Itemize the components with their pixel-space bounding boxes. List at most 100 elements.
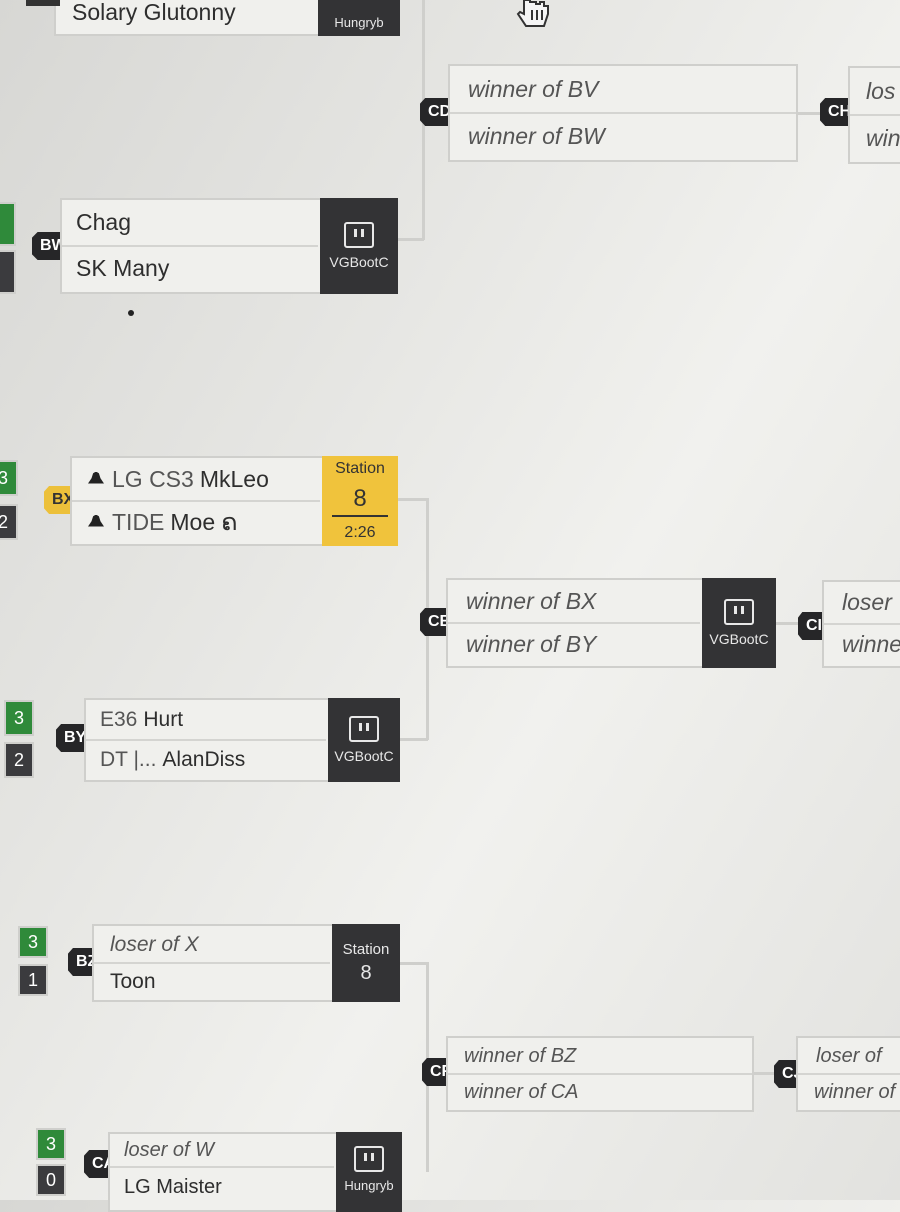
player-slot[interactable]: Toon — [94, 962, 330, 1000]
player-slot[interactable]: LG Maister — [110, 1170, 334, 1204]
player-name: loser of X — [110, 932, 199, 956]
player-slot[interactable]: DT |... AlanDiss — [86, 739, 326, 780]
match-ce[interactable]: winner of BX winner of BY VGBootC — [446, 578, 776, 668]
player-slot[interactable]: winner of — [798, 1073, 900, 1110]
connector-line — [752, 1072, 778, 1075]
player-slot[interactable]: winner of BY — [448, 622, 700, 666]
hand-pointer-icon — [516, 0, 549, 27]
match-cf[interactable]: winner of BZ winner of CA — [446, 1036, 754, 1112]
stream-box[interactable]: Hungryb — [336, 1132, 402, 1212]
player-slot[interactable]: winner of BX — [448, 580, 700, 624]
player-name: winne — [842, 631, 900, 657]
score-p2: 2 — [4, 742, 34, 778]
player-name: Toon — [110, 969, 156, 993]
player-name: winner of — [814, 1080, 896, 1103]
station-number: 8 — [360, 962, 372, 984]
player-name: winner of BY — [466, 630, 597, 657]
player-name: AlanDiss — [162, 748, 246, 771]
player-name: winner of BX — [466, 587, 597, 614]
connector-line — [398, 962, 428, 965]
connector-line — [398, 238, 424, 241]
score-p1 — [0, 202, 16, 246]
player-prefix: TIDE — [112, 508, 165, 535]
station-box[interactable]: Station 8 — [332, 924, 400, 1002]
score-p2: 0 — [36, 1164, 66, 1196]
connector-line — [398, 738, 428, 741]
station-label: Station — [335, 460, 385, 477]
player-name: win — [866, 124, 900, 151]
match-timer: 2:26 — [344, 524, 376, 541]
player-slot[interactable]: TIDE Moe ຄ — [72, 500, 320, 544]
player-name: loser — [842, 589, 892, 615]
match-ci[interactable]: loser winne — [822, 580, 900, 668]
player-name: Chag — [76, 209, 131, 235]
player-name: SK Many — [76, 255, 170, 281]
stream-name: VGBootC — [329, 254, 389, 270]
score-p2 — [0, 250, 16, 294]
player-slot[interactable]: loser of W — [110, 1134, 334, 1168]
player-name: los — [866, 77, 896, 104]
match-top-partial[interactable]: Solary Glutonny Hungryb — [54, 0, 400, 36]
player-name: loser of W — [124, 1139, 215, 1161]
player-slot[interactable]: SK Many — [62, 245, 318, 292]
player-prefix: E36 — [100, 708, 138, 731]
stream-box[interactable]: VGBootC — [702, 578, 776, 668]
player-slot[interactable]: Solary Glutonny — [56, 0, 398, 34]
score-p1: 3 — [18, 926, 48, 958]
player-slot[interactable]: LG CS3 MkLeo — [72, 458, 320, 502]
player-slot[interactable]: loser of — [798, 1038, 900, 1075]
player-name: Hurt — [143, 708, 184, 731]
player-name: MkLeo — [199, 465, 269, 492]
player-prefix: LG CS3 — [112, 465, 194, 492]
score-p1: 3 — [36, 1128, 66, 1160]
player-slot[interactable]: winner of BW — [450, 112, 796, 160]
player-slot[interactable]: winner of BZ — [448, 1038, 752, 1075]
player-slot[interactable]: winner of BV — [450, 66, 796, 114]
player-slot[interactable]: loser — [824, 582, 900, 625]
player-name: winner of BW — [468, 122, 605, 149]
player-slot[interactable]: winner of CA — [448, 1073, 752, 1110]
score-p1: 3 — [4, 700, 34, 736]
stream-name: VGBootC — [709, 631, 769, 647]
match-bw[interactable]: Chag SK Many VGBootC — [60, 198, 398, 294]
player-slot[interactable]: loser of X — [94, 926, 330, 964]
twitch-icon — [349, 716, 379, 742]
twitch-icon — [724, 599, 754, 625]
player-slot[interactable]: los — [850, 68, 900, 116]
match-cd[interactable]: winner of BV winner of BW — [448, 64, 798, 162]
stream-name: Hungryb — [344, 1178, 394, 1193]
player-slot[interactable]: E36 Hurt — [86, 700, 326, 741]
match-by[interactable]: E36 Hurt DT |... AlanDiss VGBootC — [84, 698, 400, 782]
station-number: 8 — [332, 485, 388, 517]
player-name: winner of CA — [464, 1080, 579, 1103]
player-name: winner of BZ — [464, 1044, 577, 1067]
score-p2: 1 — [18, 964, 48, 996]
match-cj[interactable]: loser of winner of — [796, 1036, 900, 1112]
player-name: Moe ຄ — [170, 508, 238, 535]
stream-box[interactable]: VGBootC — [328, 698, 400, 782]
player-slot[interactable]: winne — [824, 623, 900, 666]
match-bz[interactable]: loser of X Toon Station 8 — [92, 924, 400, 1002]
player-name: Solary Glutonny — [72, 0, 236, 25]
station-name: Hungryb — [334, 15, 384, 30]
connector-line — [776, 622, 800, 625]
score-p2: 2 — [0, 504, 18, 540]
station-label: Station — [342, 941, 390, 958]
match-bx[interactable]: LG CS3 MkLeo TIDE Moe ຄ Station 8 2:26 — [70, 456, 398, 546]
player-prefix: DT |... — [100, 748, 157, 771]
station-box[interactable]: Station 8 2:26 — [322, 456, 398, 546]
connector-line — [798, 112, 824, 115]
twitch-icon — [354, 1146, 384, 1172]
connector-line — [398, 498, 428, 501]
player-slot[interactable]: Chag — [62, 200, 318, 247]
bell-icon — [88, 471, 104, 484]
station-box[interactable]: Hungryb — [318, 0, 400, 36]
stream-box[interactable]: VGBootC — [320, 198, 398, 294]
stream-name: VGBootC — [334, 748, 394, 764]
player-slot[interactable]: win — [850, 114, 900, 162]
player-name: winner of BV — [468, 75, 599, 102]
player-name: LG Maister — [124, 1176, 222, 1198]
match-ca[interactable]: loser of W LG Maister Hungryb — [108, 1132, 402, 1212]
bell-icon — [88, 514, 104, 527]
match-ch[interactable]: los win — [848, 66, 900, 164]
